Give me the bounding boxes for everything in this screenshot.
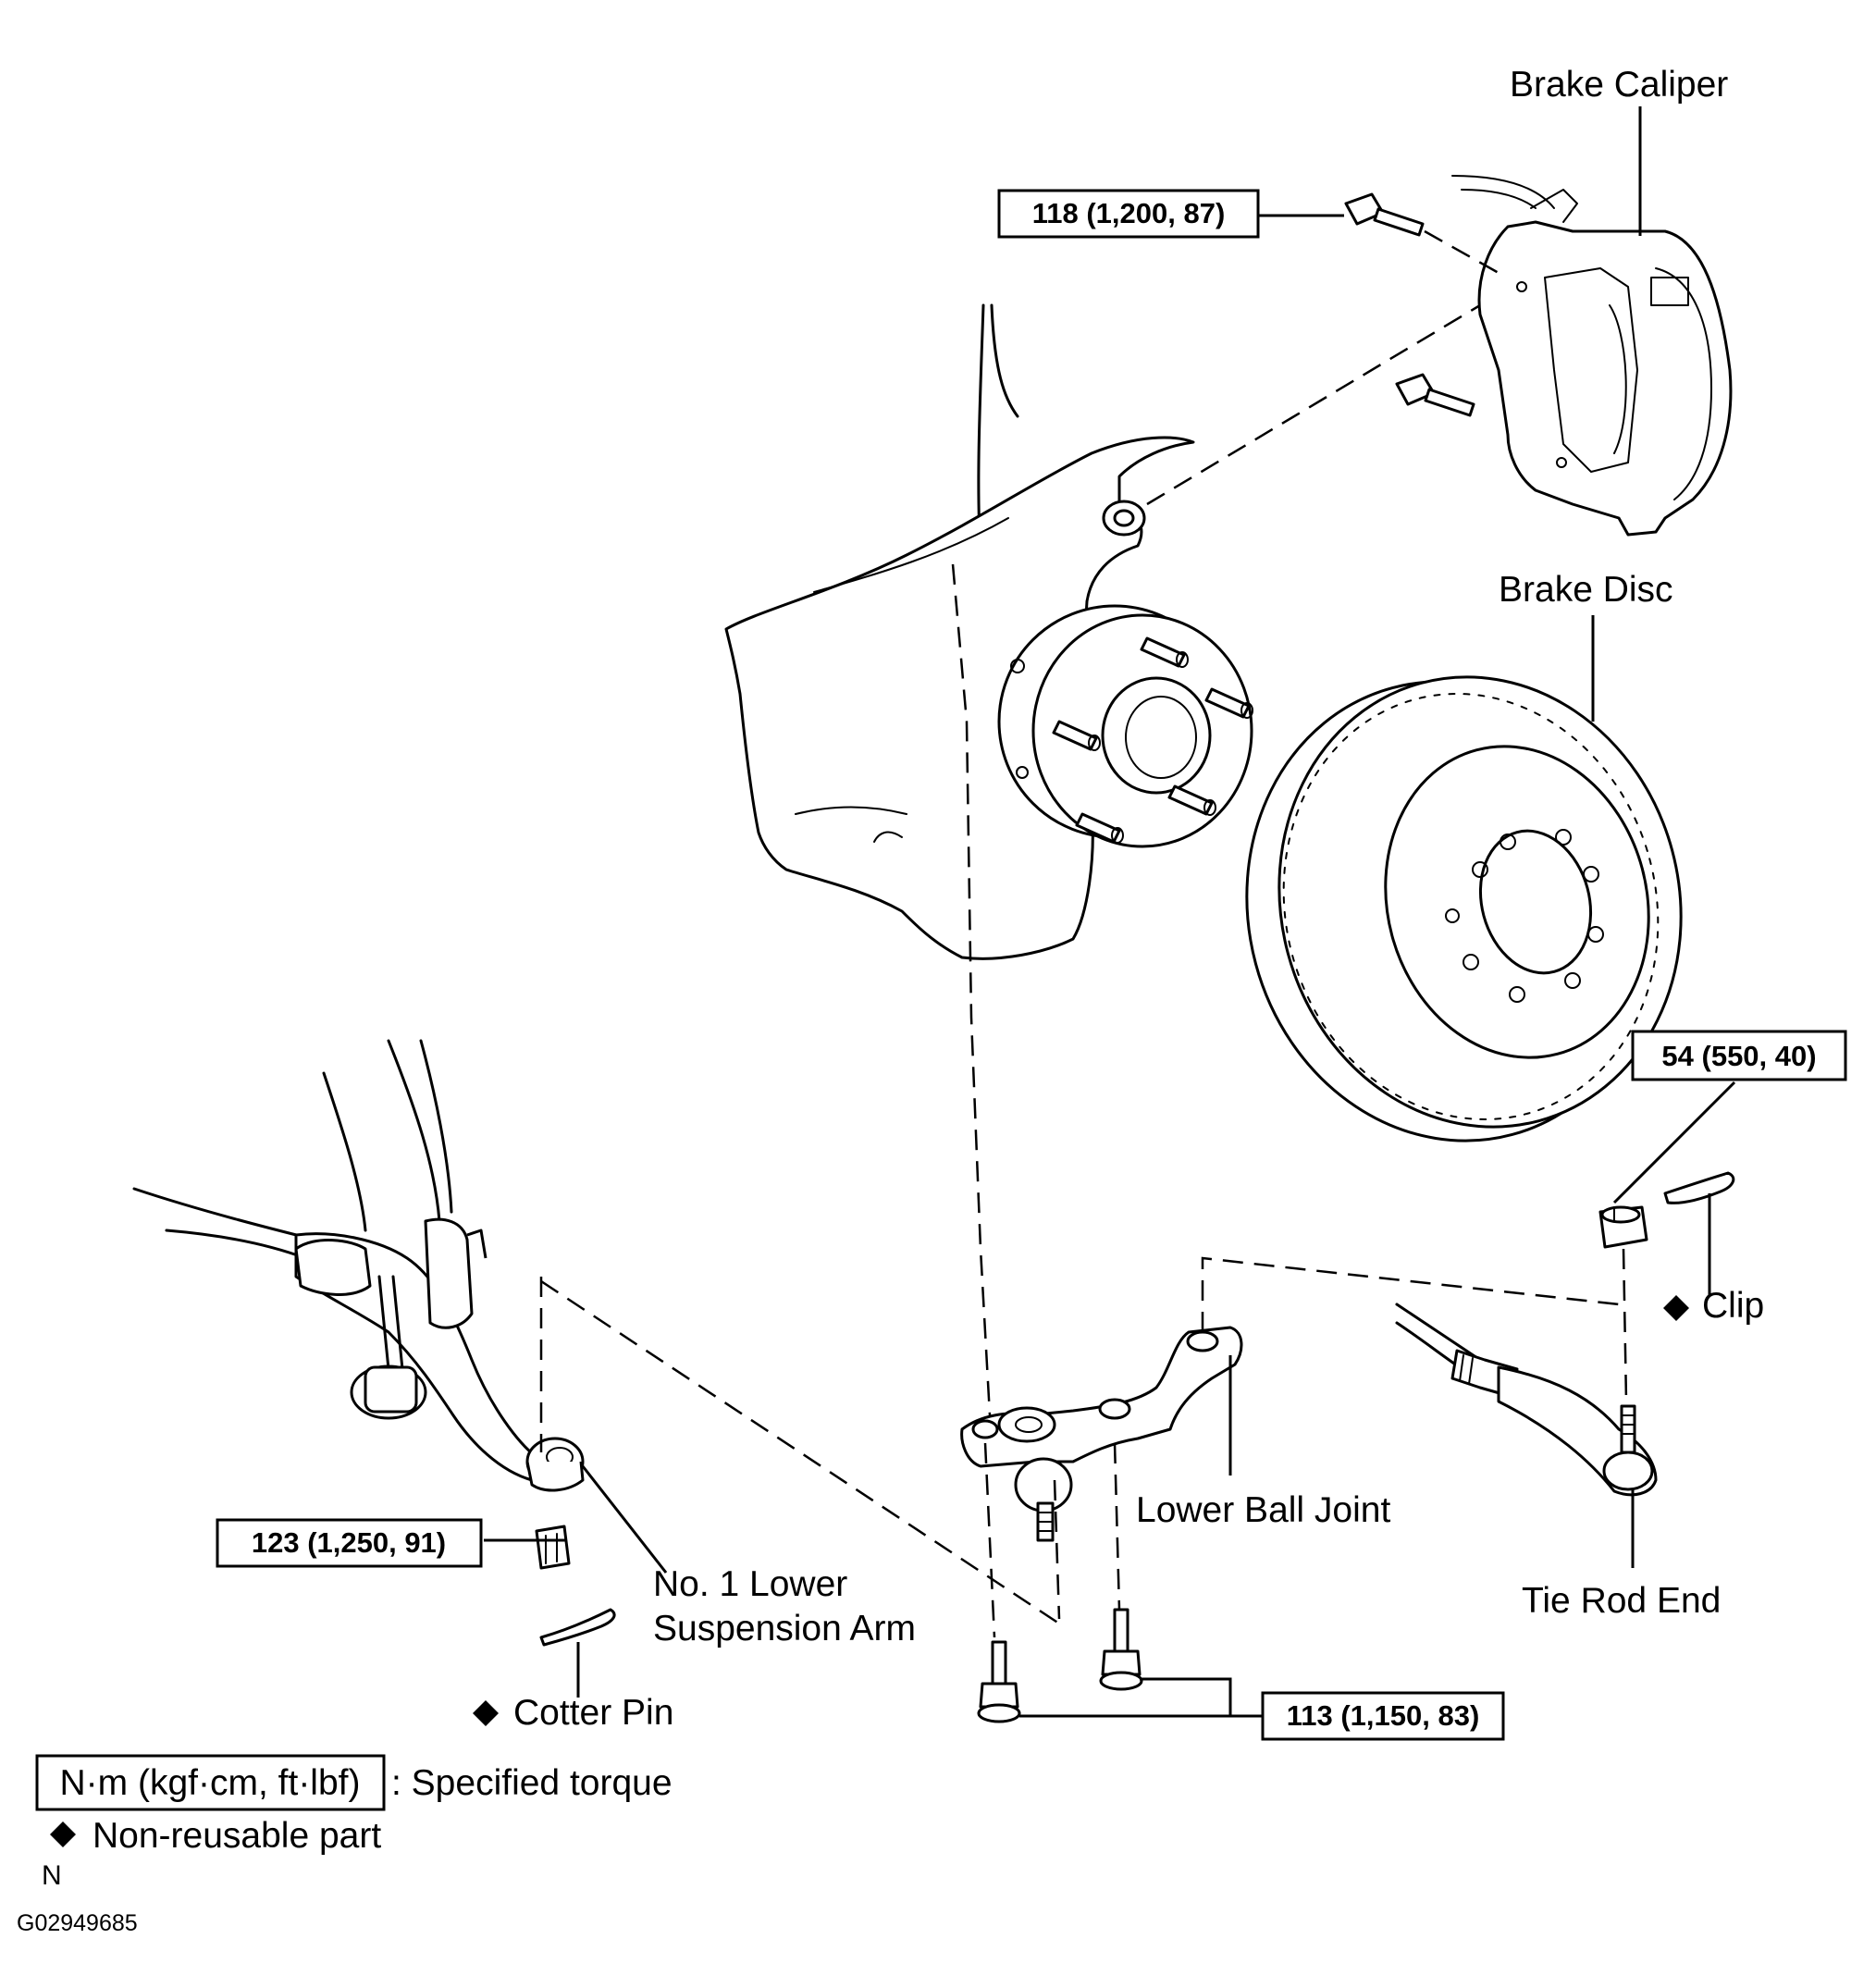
brake-caliper <box>1451 175 1733 537</box>
torque-box-caliper-bolt: 118 (1,200, 87) <box>997 189 1260 239</box>
label-lower-arm-line1: No. 1 Lower <box>653 1564 847 1604</box>
legend-torque-desc: : Specified torque <box>391 1763 673 1803</box>
figure-id: G02949685 <box>17 1910 138 1936</box>
cotter-pin <box>539 1608 616 1647</box>
castle-nut-arm <box>535 1525 571 1570</box>
wheel-stud <box>1140 636 1189 668</box>
caliper-bolt-upper <box>1344 192 1425 237</box>
legend-non-reusable: Non-reusable part <box>93 1816 381 1856</box>
label-lower-arm-line2: Suspension Arm <box>653 1609 916 1648</box>
diamond-icon <box>1663 1295 1689 1321</box>
wheel-stud <box>1204 687 1253 719</box>
legend-torque-unit: N·m (kgf·cm, ft·lbf) <box>60 1763 361 1803</box>
torque-tie-rod-nut: 54 (550, 40) <box>1661 1040 1816 1072</box>
caliper-bolt-lower <box>1395 373 1475 417</box>
wheel-stud <box>1075 812 1124 844</box>
diamond-icon <box>50 1821 76 1847</box>
label-brake-caliper: Brake Caliper <box>1510 65 1728 105</box>
no1-lower-suspension-arm <box>132 1039 585 1492</box>
wheel-stud <box>1052 720 1101 751</box>
legend: N·m (kgf·cm, ft·lbf) : Specified torque … <box>35 1754 673 1856</box>
tie-rod-end <box>1395 1303 1658 1497</box>
label-brake-disc: Brake Disc <box>1499 570 1673 610</box>
label-cotter-pin: Cotter Pin <box>513 1693 673 1733</box>
castle-nut-tie-rod <box>1598 1205 1648 1249</box>
torque-caliper-bolt: 118 (1,200, 87) <box>1032 197 1226 229</box>
ball-joint-bolt-left <box>977 1640 1021 1723</box>
steering-knuckle <box>724 303 1253 960</box>
ball-joint-bolt-right <box>1099 1608 1143 1691</box>
lower-ball-joint <box>960 1326 1243 1542</box>
wheel-stud <box>1167 784 1216 816</box>
torque-box-ball-joint-bolts: 113 (1,150, 83) <box>1261 1691 1505 1741</box>
label-tie-rod-end: Tie Rod End <box>1522 1581 1721 1621</box>
label-lower-ball-joint: Lower Ball Joint <box>1136 1490 1390 1530</box>
torque-ball-joint-bolts: 113 (1,150, 83) <box>1287 1699 1480 1732</box>
torque-box-arm-nut: 123 (1,250, 91) <box>216 1518 483 1568</box>
torque-box-tie-rod-nut: 54 (550, 40) <box>1631 1030 1847 1081</box>
diamond-icon <box>473 1700 499 1726</box>
clip <box>1663 1171 1735 1204</box>
torque-arm-nut: 123 (1,250, 91) <box>252 1526 446 1559</box>
label-clip: Clip <box>1702 1286 1764 1326</box>
footer-marker: N <box>42 1860 62 1891</box>
brake-disc <box>1245 675 1683 1142</box>
